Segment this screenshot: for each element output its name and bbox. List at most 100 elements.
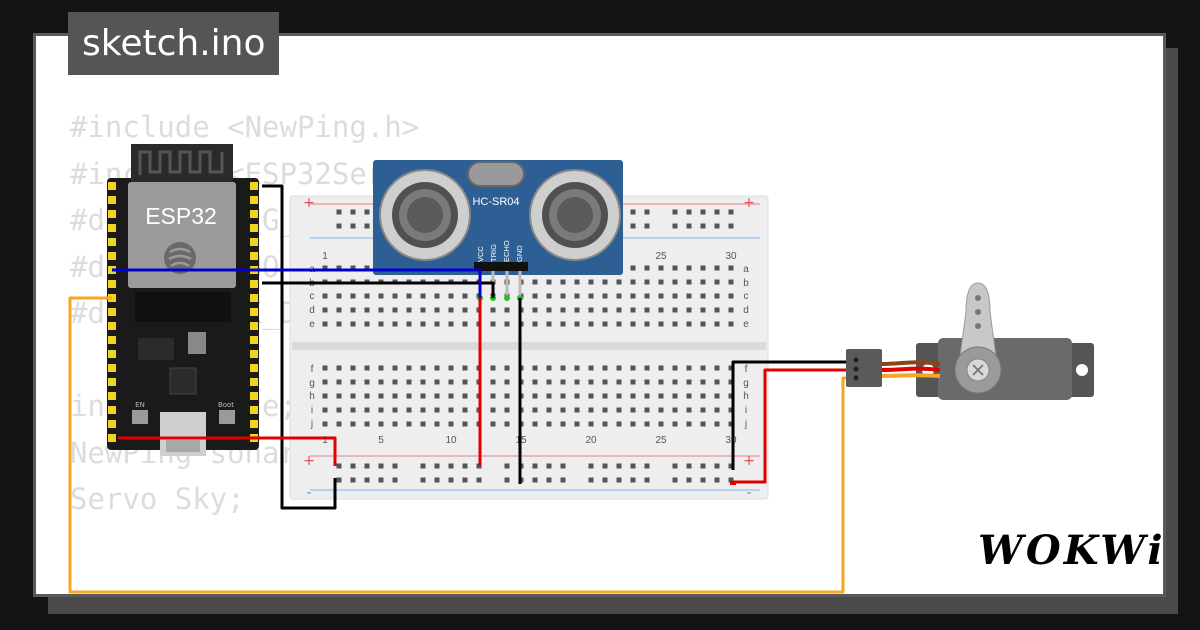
esp32-pin — [250, 392, 258, 400]
boot-button[interactable] — [219, 410, 235, 424]
servo-screw-cross-icon — [972, 364, 984, 376]
wire-servo-signal-orange[interactable] — [68, 296, 846, 594]
en-button[interactable] — [132, 410, 148, 424]
breadboard-hole — [364, 321, 370, 327]
boot-label: Boot — [218, 401, 234, 409]
breadboard-hole — [728, 265, 734, 271]
wire-echo-black[interactable] — [262, 281, 495, 298]
breadboard-hole — [658, 307, 664, 313]
breadboard-hole — [616, 407, 622, 413]
esp32-board[interactable]: ESP32 EN Boot — [107, 144, 259, 456]
hc-sr04-sensor[interactable]: HC-SR04 VCC TRIG ECHO GND — [373, 160, 623, 301]
wire-gnd-black[interactable] — [262, 184, 337, 510]
breadboard-hole — [588, 379, 594, 385]
breadboard-hole — [406, 407, 412, 413]
breadboard-hole — [392, 421, 398, 427]
rail-plus-label: + — [743, 195, 755, 211]
breadboard-hole — [658, 393, 664, 399]
breadboard-rail-hole — [700, 223, 706, 229]
breadboard-rail-hole — [588, 477, 594, 483]
breadboard-hole — [672, 279, 678, 285]
breadboard-rail-hole — [378, 463, 384, 469]
esp32-pin — [108, 378, 116, 386]
breadboard-center-channel — [292, 342, 766, 350]
breadboard-hole — [714, 379, 720, 385]
esp32-pin — [250, 182, 258, 190]
breadboard-rail-hole — [434, 477, 440, 483]
esp32-pin — [108, 364, 116, 372]
breadboard-rail-hole — [644, 209, 650, 215]
file-tab[interactable]: sketch.ino — [68, 12, 280, 75]
breadboard-hole — [378, 393, 384, 399]
breadboard-rail-hole — [728, 223, 734, 229]
breadboard-hole — [504, 321, 510, 327]
breadboard-hole — [672, 293, 678, 299]
breadboard-rail-hole — [378, 477, 384, 483]
breadboard-hole — [504, 393, 510, 399]
breadboard-hole — [448, 365, 454, 371]
breadboard-hole — [588, 421, 594, 427]
breadboard-hole — [392, 293, 398, 299]
esp32-pin — [108, 406, 116, 414]
breadboard-hole — [658, 265, 664, 271]
antenna-trace — [138, 150, 224, 175]
servo-motor[interactable] — [846, 282, 1094, 400]
breadboard-hole — [560, 279, 566, 285]
breadboard-hole — [364, 365, 370, 371]
col-number: 25 — [655, 251, 667, 262]
row-letter: b — [743, 278, 749, 289]
breadboard-hole — [448, 421, 454, 427]
row-letter: f — [745, 364, 748, 375]
breadboard-rail-hole — [560, 463, 566, 469]
breadboard-rail-hole — [462, 463, 468, 469]
breadboard-hole — [392, 321, 398, 327]
breadboard-rail-hole — [560, 477, 566, 483]
breadboard-rail-hole — [686, 209, 692, 215]
breadboard-hole — [322, 307, 328, 313]
breadboard-hole — [686, 393, 692, 399]
code-line: Servo Sky; — [70, 482, 245, 516]
breadboard-hole — [686, 265, 692, 271]
breadboard-hole — [434, 393, 440, 399]
breadboard-hole — [532, 307, 538, 313]
breadboard-rail-hole — [350, 477, 356, 483]
wire-vin-red[interactable] — [118, 436, 337, 466]
breadboard-hole — [686, 321, 692, 327]
breadboard-hole — [630, 279, 636, 285]
breadboard-hole — [714, 407, 720, 413]
breadboard-hole — [728, 279, 734, 285]
breadboard-rail-hole — [644, 463, 650, 469]
breadboard-hole — [602, 307, 608, 313]
row-letter: i — [311, 405, 313, 416]
breadboard-hole — [504, 365, 510, 371]
breadboard-hole — [588, 293, 594, 299]
wire-servo-gnd-black[interactable] — [731, 360, 846, 470]
wire-trig-blue[interactable] — [112, 268, 482, 298]
wire-servo-vcc-red[interactable] — [733, 368, 846, 484]
breadboard-hole — [322, 265, 328, 271]
esp32-pin — [108, 210, 116, 218]
esp32-label: ESP32 — [145, 203, 217, 229]
breadboard-rail-hole — [714, 209, 720, 215]
servo-mount-hole — [1076, 364, 1088, 376]
breadboard-rail-hole — [630, 223, 636, 229]
breadboard-rail-hole — [364, 223, 370, 229]
breadboard-rail-hole — [364, 209, 370, 215]
breadboard-hole — [714, 365, 720, 371]
breadboard-rail-hole — [350, 223, 356, 229]
breadboard-rail-hole — [728, 477, 734, 483]
breadboard-hole — [686, 365, 692, 371]
servo-connector-pins — [853, 357, 859, 381]
breadboard-rail-hole — [336, 209, 342, 215]
breadboard-hole — [560, 365, 566, 371]
breadboard-hole — [728, 293, 734, 299]
breadboard-hole — [658, 365, 664, 371]
esp32-pin — [250, 210, 258, 218]
breadboard-rail-hole — [532, 463, 538, 469]
breadboard-hole — [434, 407, 440, 413]
sensor-pin-header — [474, 262, 528, 271]
esp32-pin — [250, 336, 258, 344]
breadboard-hole — [336, 365, 342, 371]
breadboard-rail-hole — [602, 477, 608, 483]
